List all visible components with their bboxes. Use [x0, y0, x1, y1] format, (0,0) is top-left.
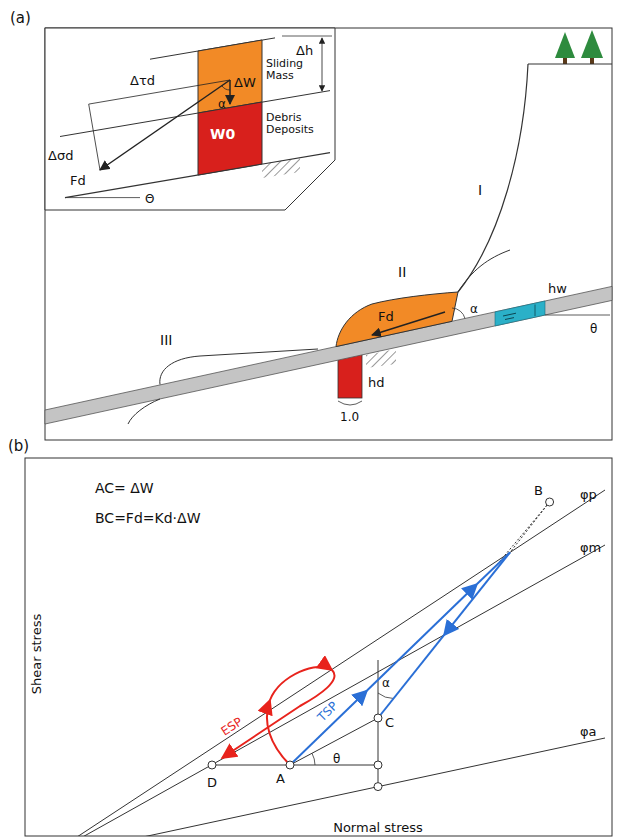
path-label: ESP: [219, 715, 245, 738]
effective-stress-path: [270, 667, 332, 700]
force-label: Δτd: [130, 74, 155, 88]
angle-label: α: [382, 677, 390, 690]
equation: AC= ΔW: [95, 481, 154, 496]
total-stress-path: [444, 552, 510, 635]
stress-point: [546, 498, 554, 506]
force-label: Δσd: [48, 149, 73, 163]
water-layer: [495, 301, 545, 326]
runout-outline: [128, 399, 160, 424]
angle-label: α: [470, 303, 478, 316]
dimension-label: hw: [548, 282, 567, 296]
angle-label: φm: [580, 541, 601, 555]
tree-trunk: [590, 58, 594, 64]
debris-block: W0Debris Deposits: [198, 102, 262, 175]
bedrock-hatching: [366, 349, 396, 368]
stress-point: [286, 761, 294, 769]
sliding-mass: [336, 292, 458, 347]
tree: [555, 32, 575, 58]
stress-point: [208, 761, 216, 769]
axis-title: Shear stress: [30, 614, 44, 694]
total-stress-path: [367, 584, 477, 691]
total-stress-path: [290, 691, 367, 766]
equation: BC=Fd=Kd·ΔW: [95, 511, 200, 526]
stress-point: [374, 714, 382, 722]
dotted-line: [497, 502, 550, 565]
block-outline: [198, 40, 262, 113]
apparent-envelope: [45, 738, 605, 836]
block-name: Sliding Mass: [266, 58, 316, 82]
force-component: [89, 80, 230, 104]
force-label: Fd: [378, 310, 394, 324]
dimension-label: hd: [368, 376, 385, 390]
stress-point: [374, 761, 382, 769]
height-dimension: [322, 38, 323, 91]
angle-label: Θ: [145, 193, 154, 206]
water-height-tick: [535, 305, 536, 317]
stage-label: II: [398, 265, 406, 280]
plateau-surface: [528, 64, 612, 65]
total-stress-path: [378, 635, 444, 718]
water-symbol: [503, 313, 516, 316]
dimension-label: Δh: [296, 44, 313, 58]
point-label: B: [534, 484, 543, 498]
block-name: Debris Deposits: [266, 112, 316, 136]
axis-title: Normal stress: [333, 821, 423, 835]
debris-band: [45, 286, 612, 424]
panel-frame: [45, 28, 612, 440]
angle-label: α: [218, 98, 226, 111]
tree-trunk: [563, 58, 567, 64]
deposit-top-line: [60, 91, 330, 137]
weight-arrow: [229, 80, 231, 104]
weight-label: ΔW: [234, 76, 256, 90]
horizontal-reference: [545, 315, 610, 316]
angle-arc: [312, 753, 315, 765]
slide-block-outline: [458, 250, 510, 292]
water-symbol: [505, 318, 514, 320]
tree: [581, 30, 603, 58]
panel-frame: [25, 458, 612, 836]
angle-arc: [222, 86, 230, 90]
weight-label: W0: [210, 127, 235, 142]
angle-label: θ: [590, 323, 597, 336]
force-arrow: [100, 80, 230, 170]
mobilized-envelope: [45, 545, 605, 836]
panel-label: (a): [10, 10, 31, 27]
scarp: [458, 64, 528, 292]
angle-arc: [452, 308, 465, 319]
point-label: C: [385, 716, 394, 730]
dimension-tick: [282, 36, 332, 37]
dimension-label: 1.0: [340, 411, 359, 424]
force-component: [89, 104, 100, 170]
stage-label: I: [478, 183, 482, 198]
stress-line: [212, 765, 378, 766]
unit-bracket: [338, 401, 362, 405]
peak-envelope: [45, 490, 605, 836]
runout-outline: [160, 349, 318, 385]
horizontal-reference: [65, 197, 140, 198]
effective-stress-path: [267, 700, 290, 765]
block-outline: [198, 102, 262, 175]
stress-point: [374, 783, 382, 791]
point-label: D: [207, 776, 217, 790]
force-label: Fd: [70, 174, 86, 188]
path-label: TSP: [315, 699, 340, 724]
stage-label: III: [160, 333, 172, 348]
point-label: A: [276, 772, 285, 786]
angle-arc: [378, 693, 394, 699]
angle-label: θ: [333, 753, 340, 766]
angle-label: φp: [580, 488, 597, 502]
panel-label: (b): [8, 438, 29, 455]
bedrock-hatching: [262, 158, 300, 178]
inset-frame: [45, 28, 335, 210]
angle-label: φa: [580, 725, 597, 739]
